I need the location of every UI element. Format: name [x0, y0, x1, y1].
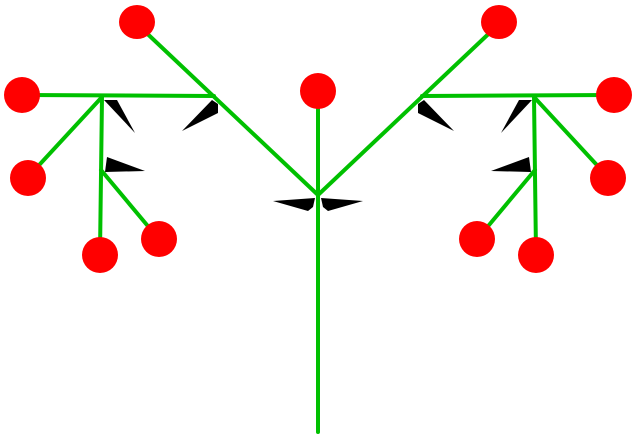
twig-down-left: [532, 95, 609, 178]
twig-down: [532, 95, 538, 255]
thorn: [501, 100, 532, 133]
left-half: [4, 5, 336, 434]
berry: [82, 237, 118, 273]
thorn: [104, 100, 135, 133]
berry: [459, 221, 495, 257]
right-half: [316, 5, 632, 273]
berry: [300, 73, 336, 109]
diagonal-branch: [316, 22, 501, 197]
diagonal-branch: [135, 22, 320, 197]
berry: [596, 77, 632, 113]
berry: [141, 221, 177, 257]
thorn: [418, 100, 454, 131]
thorn: [182, 100, 218, 131]
twig-down-left: [27, 95, 104, 178]
horizontal-branch: [420, 93, 614, 98]
berry: [518, 237, 554, 273]
twig-down: [98, 95, 104, 255]
thorn: [273, 198, 315, 211]
thorn: [321, 198, 363, 211]
berry: [119, 5, 155, 39]
thorn: [491, 157, 531, 172]
berry: [481, 5, 517, 39]
berry: [4, 77, 40, 113]
berry: [10, 160, 46, 196]
berry: [590, 160, 626, 196]
horizontal-branch: [22, 93, 216, 98]
thorn: [105, 157, 145, 172]
